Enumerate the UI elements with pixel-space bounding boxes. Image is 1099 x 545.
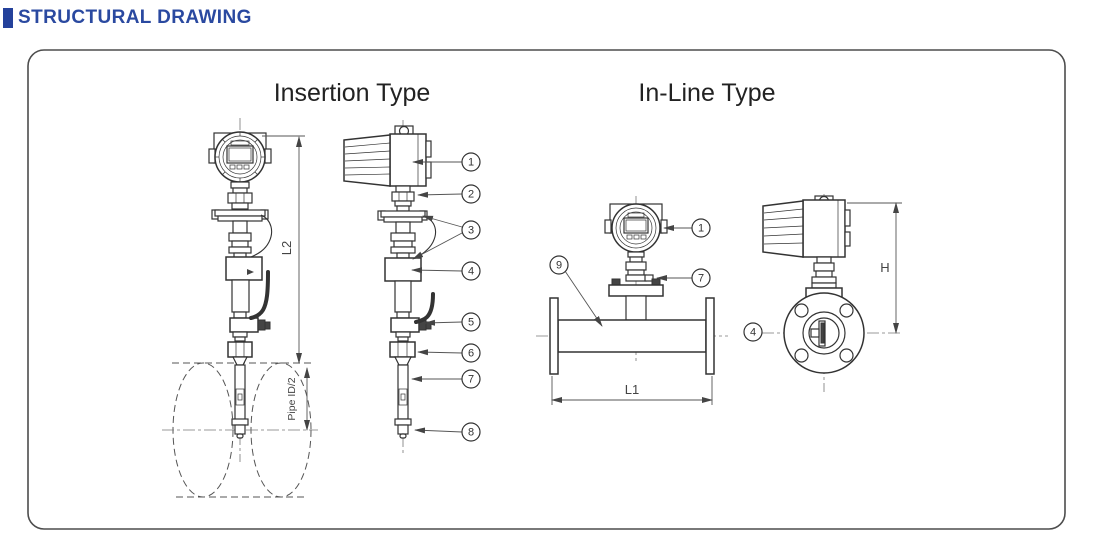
svg-text:7: 7 [468, 374, 474, 386]
svg-text:9: 9 [556, 260, 562, 272]
callout-7 [461, 369, 481, 389]
inline-front-callouts: 9 1 7 [549, 218, 711, 327]
insertion-callouts: 1 2 3 4 5 6 7 8 [411, 152, 481, 442]
lcd-display [623, 217, 649, 234]
dimension-pipe-id2: Pipe ID/2 [286, 367, 310, 431]
insertion-side-view: 1 2 3 4 5 6 7 8 [343, 120, 481, 456]
callout-3 [461, 220, 481, 240]
callout-4 [743, 322, 763, 342]
lcd-display [226, 145, 254, 164]
title-bullet-icon [3, 8, 13, 28]
callout-4 [461, 261, 481, 281]
transmitter-head-front [604, 203, 668, 253]
callout-7 [691, 268, 711, 288]
weep-mark [247, 269, 254, 275]
valve-handle [414, 292, 435, 324]
drawing-panel-border [27, 49, 1066, 530]
callout-1 [691, 218, 711, 238]
svg-text:1: 1 [468, 157, 474, 169]
flange-end-view [783, 292, 865, 374]
bezel-ticks [215, 132, 265, 182]
left-flange [549, 297, 559, 375]
l2-label: L2 [279, 241, 294, 255]
transmitter-housing-side [762, 195, 851, 258]
svg-text:3: 3 [468, 225, 474, 237]
sensor-window [398, 388, 408, 406]
stem-fittings-front [211, 181, 273, 313]
l1-label: L1 [625, 382, 639, 397]
sensor-stub [810, 328, 820, 338]
page-header: STRUCTURAL DRAWING [3, 7, 252, 29]
sensor-tip [399, 433, 407, 439]
h-label: H [880, 260, 889, 275]
valve-handle [249, 270, 270, 320]
cable-hook [250, 214, 273, 258]
meter-body-pipe [549, 297, 715, 375]
inline-front-view: L1 9 1 7 [536, 196, 728, 405]
lcd-label [230, 140, 250, 146]
callout-6 [461, 343, 481, 363]
dimension-h: H [847, 202, 902, 334]
transmitter-head-front [208, 131, 272, 183]
svg-text:2: 2 [468, 189, 474, 201]
callout-8 [461, 422, 481, 442]
dimension-l2: L2 [262, 135, 305, 364]
stem-and-flange [608, 251, 664, 321]
callout-2 [461, 184, 481, 204]
sensor-window [235, 388, 245, 406]
svg-text:5: 5 [468, 317, 474, 329]
callout-1 [461, 152, 481, 172]
sensor-tip [236, 433, 244, 439]
insertion-front-view: L2 Pipe ID/2 [162, 118, 318, 498]
inline-end-view: H 4 [743, 194, 902, 392]
dimension-l1: L1 [551, 376, 713, 405]
svg-text:7: 7 [698, 273, 704, 285]
svg-text:8: 8 [468, 427, 474, 439]
svg-text:6: 6 [468, 348, 474, 360]
seal-block [225, 256, 263, 281]
callout-9 [549, 255, 569, 275]
pipe-id2-label: Pipe ID/2 [286, 377, 298, 420]
inline-end-callouts: 4 [743, 322, 763, 342]
svg-text:1: 1 [698, 223, 704, 235]
ball-valve-front [229, 270, 271, 342]
cooling-fins [343, 134, 391, 187]
probe-front [227, 341, 253, 439]
right-flange [705, 297, 715, 375]
insertion-type-title: Insertion Type [274, 79, 431, 107]
svg-text:4: 4 [468, 266, 474, 278]
inline-type-title: In-Line Type [638, 79, 775, 107]
callout-5 [461, 312, 481, 332]
seal-block [384, 257, 422, 282]
page-title: STRUCTURAL DRAWING [18, 7, 252, 28]
probe-side [389, 341, 416, 439]
svg-text:4: 4 [750, 327, 756, 339]
